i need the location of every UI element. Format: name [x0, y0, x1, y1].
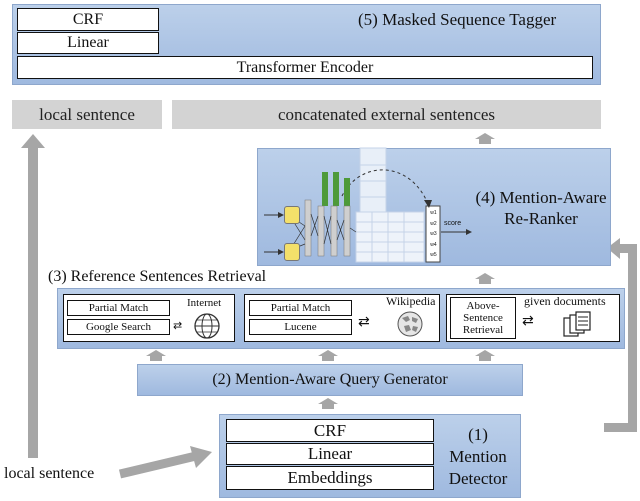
token-w4: w4: [430, 241, 437, 248]
wikipedia-label: Wikipedia: [386, 294, 436, 308]
exchange-arrows-icon: ⇄: [522, 313, 534, 329]
tagger-linear-label: Linear: [67, 34, 109, 51]
token-list: w1 w2 w3 w4 w5: [427, 208, 440, 261]
score-label: score: [444, 220, 462, 227]
detector-crf-label: CRF: [313, 420, 347, 440]
external-sentences-label: concatenated external sentences: [277, 104, 496, 124]
token-w5: w5: [430, 252, 437, 258]
query-generator-panel: (2) Mention-Aware Query Generator: [137, 364, 523, 396]
given-documents-label: given documents: [524, 294, 606, 308]
above-sentence-line2: Sentence: [463, 312, 503, 324]
above-sentence-retrieval-box: Above- Sentence Retrieval: [450, 297, 516, 339]
detector-linear-label: Linear: [307, 444, 353, 463]
google-search-label: Google Search: [85, 321, 152, 333]
exchange-arrows-icon: ⇄: [173, 319, 183, 332]
local-sentence-bar: local sentence: [12, 100, 162, 129]
detector-title-line2: Mention: [449, 447, 507, 466]
bottom-local-sentence-label: local sentence: [4, 465, 95, 482]
token-w3: w3: [430, 231, 437, 237]
detector-crf-box: CRF: [226, 419, 434, 442]
detector-linear-box: Linear: [226, 443, 434, 465]
token-w1: w1: [430, 210, 437, 216]
globe-icon: [193, 312, 221, 340]
mention-detector-title: (1) Mention Detector: [436, 424, 520, 490]
wikipedia-globe-icon: [396, 310, 424, 338]
robot-icon: [284, 243, 300, 261]
detector-title-line1: (1): [468, 425, 488, 444]
retrieval-title: (3) Reference Sentences Retrieval: [48, 268, 267, 285]
re-ranker-title: (4) Mention-Aware Re-Ranker: [472, 187, 610, 229]
tagger-crf-box: CRF: [17, 8, 159, 31]
detector-embeddings-label: Embeddings: [287, 468, 373, 487]
tagger-title: (5) Masked Sequence Tagger: [358, 10, 557, 29]
above-sentence-line3: Retrieval: [462, 324, 504, 336]
re-ranker-title-line2: Re-Ranker: [504, 209, 578, 228]
google-search-box: Google Search: [67, 319, 170, 335]
internet-partial-match-label: Partial Match: [88, 302, 149, 314]
lucene-label: Lucene: [284, 321, 317, 333]
detector-title-line3: Detector: [448, 469, 508, 488]
internet-label: Internet: [187, 297, 222, 309]
token-w2: w2: [430, 220, 437, 227]
wikipedia-partial-match-label: Partial Match: [270, 302, 331, 314]
transformer-encoder-box: Transformer Encoder: [17, 56, 593, 79]
exchange-arrows-icon: ⇄: [358, 314, 370, 330]
above-sentence-line1: Above-: [466, 300, 500, 312]
tagger-linear-box: Linear: [17, 32, 159, 54]
re-ranker-title-line1: (4) Mention-Aware: [475, 188, 607, 207]
internet-partial-match-box: Partial Match: [67, 300, 170, 316]
robot-icon: [284, 206, 300, 224]
tagger-crf-label: CRF: [72, 10, 104, 28]
documents-icon: [562, 310, 592, 340]
transformer-encoder-label: Transformer Encoder: [236, 58, 374, 76]
lucene-box: Lucene: [249, 319, 352, 335]
wikipedia-partial-match-box: Partial Match: [249, 300, 352, 316]
detector-embeddings-box: Embeddings: [226, 466, 434, 490]
query-generator-title: (2) Mention-Aware Query Generator: [212, 371, 448, 388]
local-sentence-label: local sentence: [39, 104, 135, 124]
external-sentences-bar: concatenated external sentences: [172, 100, 601, 129]
